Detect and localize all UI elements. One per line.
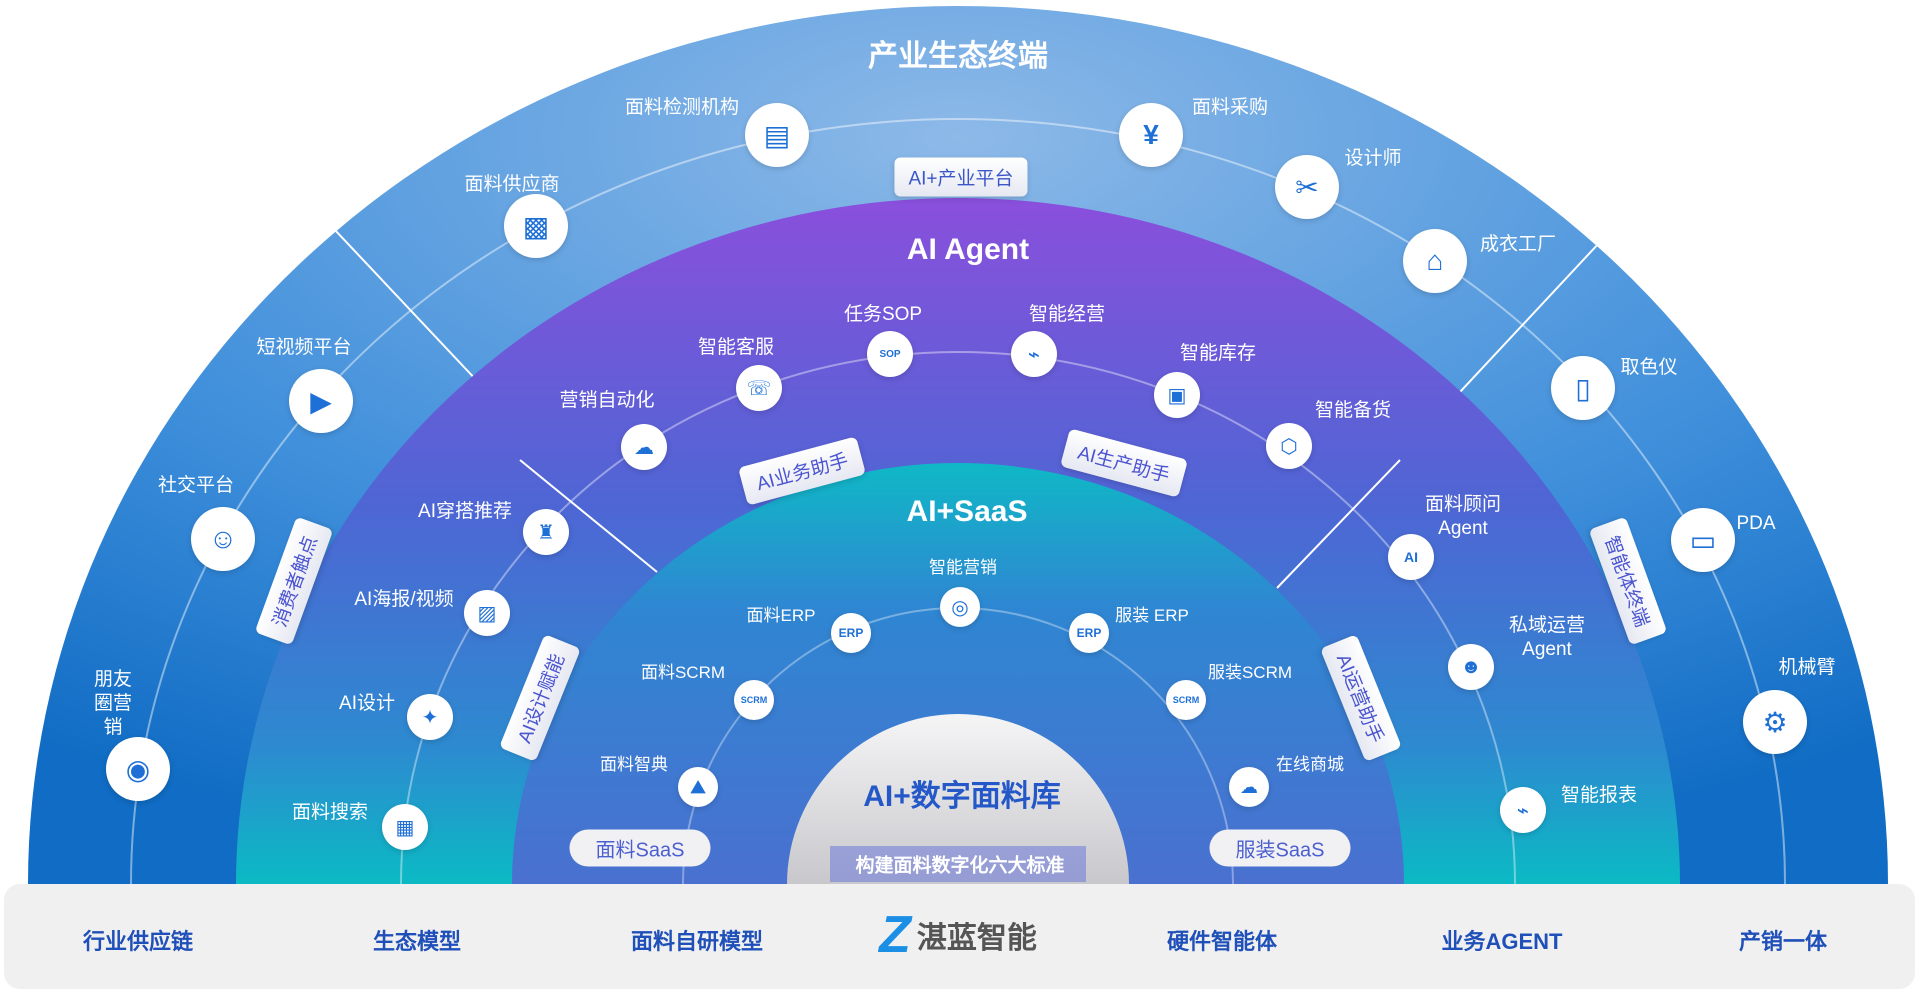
saas-ring <box>512 463 1404 884</box>
item-label: 取色仪 <box>1620 357 1678 378</box>
item-label: 智能经营 <box>1028 304 1106 325</box>
chat-icon[interactable]: ☺ <box>191 507 255 571</box>
logo-icon: Z <box>879 906 911 964</box>
cloud-refresh-icon[interactable]: ☁ <box>621 424 667 470</box>
item-label: 智能备货 <box>1314 400 1392 421</box>
item-label: 面料SCRM <box>640 663 726 682</box>
item-label: 面料供应商 <box>464 174 560 195</box>
robot-arm-icon[interactable]: ⚙ <box>1743 690 1807 754</box>
sop-icon[interactable]: SOP <box>867 331 913 377</box>
image-icon[interactable]: ▨ <box>464 590 510 636</box>
item-label: 朋友圈营销 <box>93 669 132 738</box>
report-icon[interactable]: ⌁ <box>1500 787 1546 833</box>
colorimeter-icon[interactable]: ▯ <box>1551 356 1615 420</box>
document-check-icon[interactable]: ▤ <box>745 103 809 167</box>
item-label: 面料顾问Agent <box>1424 494 1501 539</box>
bottom-item: 行业供应链 <box>82 929 194 954</box>
logo: Z 湛蓝智能 <box>879 909 1037 961</box>
robot-icon[interactable]: ☻ <box>1448 644 1494 690</box>
target-icon[interactable]: ◎ <box>940 587 980 627</box>
divider-left-inner <box>519 459 658 573</box>
item-label: 智能库存 <box>1179 343 1257 364</box>
item-label: 智能客服 <box>697 337 775 358</box>
agent-ring-title: AI Agent <box>906 233 1030 266</box>
item-label: 面料检测机构 <box>624 97 740 118</box>
item-label: AI设计 <box>339 693 395 714</box>
saas-ring-title: AI+SaaS <box>906 495 1028 528</box>
erp-icon[interactable]: ERP <box>831 613 871 653</box>
item-label: 设计师 <box>1344 148 1402 169</box>
bottom-item: 业务AGENT <box>1441 929 1563 954</box>
grid-search-icon[interactable]: ▦ <box>382 804 428 850</box>
item-label: 任务SOP <box>843 304 923 325</box>
item-label: PDA <box>1736 513 1776 534</box>
fabric-saas-pill[interactable]: 面料SaaS <box>569 829 711 867</box>
item-label: 智能营销 <box>929 558 997 577</box>
outer-ring-title: 产业生态终端 <box>868 40 1048 73</box>
core-dome <box>787 714 1129 884</box>
item-label: 社交平台 <box>157 475 235 496</box>
scrm-icon[interactable]: SCRM <box>734 680 774 720</box>
bottom-item: 硬件智能体 <box>1166 929 1278 954</box>
item-label: 面料智典 <box>600 755 668 774</box>
bottom-item: 面料自研模型 <box>630 929 764 954</box>
pda-icon[interactable]: ▭ <box>1671 508 1735 572</box>
inventory-icon[interactable]: ▣ <box>1154 372 1200 418</box>
video-link-icon[interactable]: ▶ <box>289 369 353 433</box>
item-label: 服装 ERP <box>1115 606 1189 625</box>
core-title: AI+数字面料库 <box>863 780 1061 813</box>
customer-service-icon[interactable]: ☏ <box>736 365 782 411</box>
chart-monitor-icon[interactable]: ⌁ <box>1011 331 1057 377</box>
item-label: AI海报/视频 <box>354 589 454 610</box>
agent-guide-arc <box>400 351 1516 885</box>
bottom-bar <box>4 884 1915 989</box>
erp-icon[interactable]: ERP <box>1069 613 1109 653</box>
core-subtitle: 构建面料数字化六大标准 <box>855 855 1065 877</box>
cloud-shop-icon[interactable]: ☁ <box>1229 767 1269 807</box>
item-label: 私域运营Agent <box>1508 615 1585 660</box>
ai-advisor-icon[interactable]: AI <box>1388 534 1434 580</box>
dictionary-icon[interactable]: ⛰ <box>678 767 718 807</box>
item-label: 在线商城 <box>1276 755 1344 774</box>
aperture-icon[interactable]: ◉ <box>106 737 170 801</box>
logo-text: 湛蓝智能 <box>916 922 1037 955</box>
item-label: 面料搜索 <box>291 802 369 823</box>
divider-right-inner <box>1276 459 1401 589</box>
item-label: AI穿搭推荐 <box>418 501 512 522</box>
item-label: 面料ERP <box>746 606 816 625</box>
outfit-ai-icon[interactable]: ♜ <box>523 509 569 555</box>
platform-tag: AI+产业平台 <box>894 157 1028 197</box>
designer-icon[interactable]: ✂ <box>1275 155 1339 219</box>
item-label: 机械臂 <box>1778 657 1836 678</box>
item-label: 智能报表 <box>1560 785 1638 806</box>
item-label: 营销自动化 <box>559 390 655 411</box>
scrm-icon[interactable]: SCRM <box>1166 680 1206 720</box>
sewing-machine-icon[interactable]: ⌂ <box>1403 229 1467 293</box>
purchase-icon[interactable]: ¥ <box>1119 103 1183 167</box>
bottom-item: 生态模型 <box>372 929 462 954</box>
fabric-icon[interactable]: ▩ <box>504 194 568 258</box>
bottom-item: 产销一体 <box>1738 929 1828 954</box>
box-icon[interactable]: ⬡ <box>1266 423 1312 469</box>
item-label: 成衣工厂 <box>1479 234 1557 255</box>
item-label: 短视频平台 <box>256 337 352 358</box>
ai-design-icon[interactable]: ✦ <box>407 694 453 740</box>
ring-diagram-background <box>28 6 1888 885</box>
item-label: 服装SCRM <box>1207 663 1293 682</box>
core-subtitle-band <box>830 846 1086 882</box>
apparel-saas-pill[interactable]: 服装SaaS <box>1209 829 1351 867</box>
item-label: 面料采购 <box>1191 97 1269 118</box>
